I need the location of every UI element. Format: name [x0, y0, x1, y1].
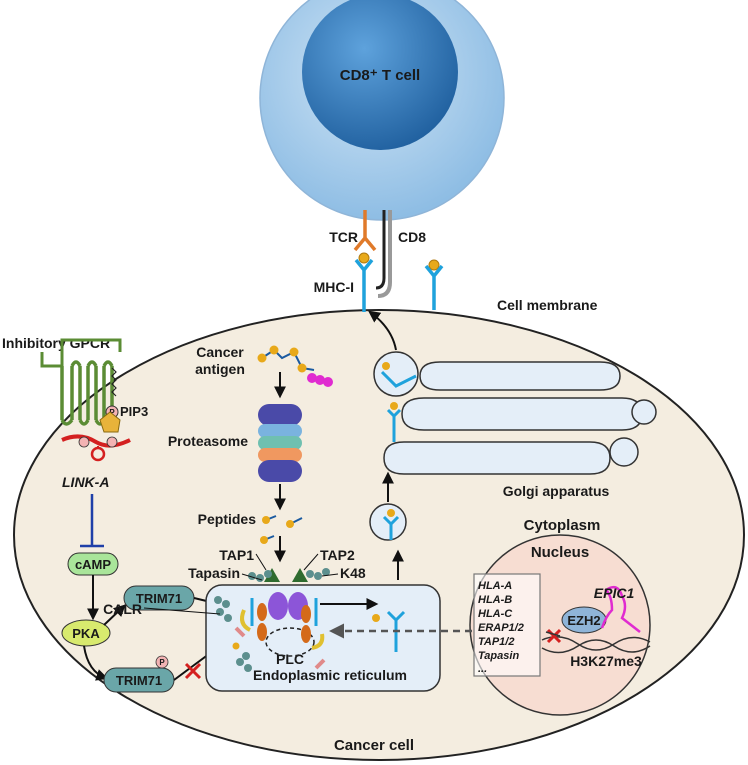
tapasin-label: Tapasin: [188, 565, 240, 581]
dna-strand: [541, 636, 651, 654]
tcr-label: TCR: [329, 229, 358, 245]
mhc-i-label: MHC-I: [314, 279, 354, 295]
pka-label: PKA: [72, 626, 100, 641]
tap-complex: TAP1 TAP2 Tapasin K48 CALR: [103, 547, 366, 672]
gpcr-label: Inhibitory GPCR: [2, 335, 110, 351]
inhibitory-gpcr: Inhibitory GPCR P PIP3: [2, 335, 148, 433]
gene-item: HLA-B: [478, 594, 512, 606]
cancer-antigen: Cancer antigen: [195, 344, 333, 387]
gene-item: ...: [478, 663, 487, 675]
golgi-label: Golgi apparatus: [503, 483, 610, 499]
block-x-icon: [184, 662, 202, 680]
mhc-i-icon-2: [424, 264, 444, 310]
camp-label: cAMP: [75, 557, 111, 572]
pip3-label: PIP3: [120, 404, 148, 419]
tap1-label: TAP1: [219, 547, 254, 563]
gene-item: Tapasin: [478, 650, 519, 662]
epic1-label: EPIC1: [594, 585, 635, 601]
plc-label: PLC: [276, 651, 304, 667]
p-mark-2: P: [159, 658, 165, 667]
peptides-label: Peptides: [198, 511, 257, 527]
epic1-rna-icon: [600, 585, 641, 633]
ezh2-label: EZH2: [567, 613, 600, 628]
link-a-rna: LINK-A: [61, 434, 131, 490]
proteasome-icon: Proteasome: [168, 404, 302, 482]
gene-item: HLA-C: [478, 608, 513, 620]
gene-item: HLA-A: [478, 580, 512, 592]
camp-pill: cAMP: [67, 552, 119, 576]
t-cell: CD8⁺ T cell: [259, 0, 505, 221]
cell-membrane-label: Cell membrane: [497, 297, 598, 313]
cancer-antigen-label-2: antigen: [195, 361, 245, 377]
cancer-cell-label: Cancer cell: [334, 737, 414, 754]
peptides: Peptides: [198, 511, 303, 544]
link-a-label: LINK-A: [62, 474, 109, 490]
cd8-label: CD8: [398, 229, 426, 245]
er-label: Endoplasmic reticulum: [253, 667, 407, 683]
cytoplasm-label: Cytoplasm: [524, 517, 601, 534]
proteasome-label: Proteasome: [168, 433, 248, 449]
gene-item: ERAP1/2: [478, 622, 524, 634]
p-mark: P: [109, 408, 115, 417]
h3k27me3-label: H3K27me3: [570, 653, 642, 669]
cancer-antigen-label: Cancer: [196, 344, 244, 360]
nucleus-label: Nucleus: [531, 544, 589, 561]
golgi-apparatus: Golgi apparatus: [369, 351, 657, 541]
mhc-i-icon: [354, 258, 374, 312]
repression-x-icon: [546, 628, 562, 644]
trim71-label: TRIM71: [136, 591, 182, 606]
gene-item: TAP1/2: [478, 636, 514, 648]
peptide-dot: [358, 252, 370, 264]
t-cell-label: CD8⁺ T cell: [340, 67, 420, 84]
gene-list-box: [473, 573, 541, 677]
trim71-pill: TRIM71: [123, 585, 195, 611]
trim71-phospho-pill: TRIM71 P: [103, 655, 175, 693]
inhibition-line: [80, 494, 104, 548]
k48-label: K48: [340, 565, 366, 581]
calr-label: CALR: [103, 601, 142, 617]
trim71-p-label: TRIM71: [116, 673, 162, 688]
tcr-complex: TCR CD8 MHC-I: [314, 210, 444, 312]
tap2-label: TAP2: [320, 547, 355, 563]
pka-pill: PKA: [61, 619, 111, 647]
nucleus: Nucleus HLA-A HLA-B HLA-C ERAP1/2 TAP1/2…: [469, 534, 651, 716]
